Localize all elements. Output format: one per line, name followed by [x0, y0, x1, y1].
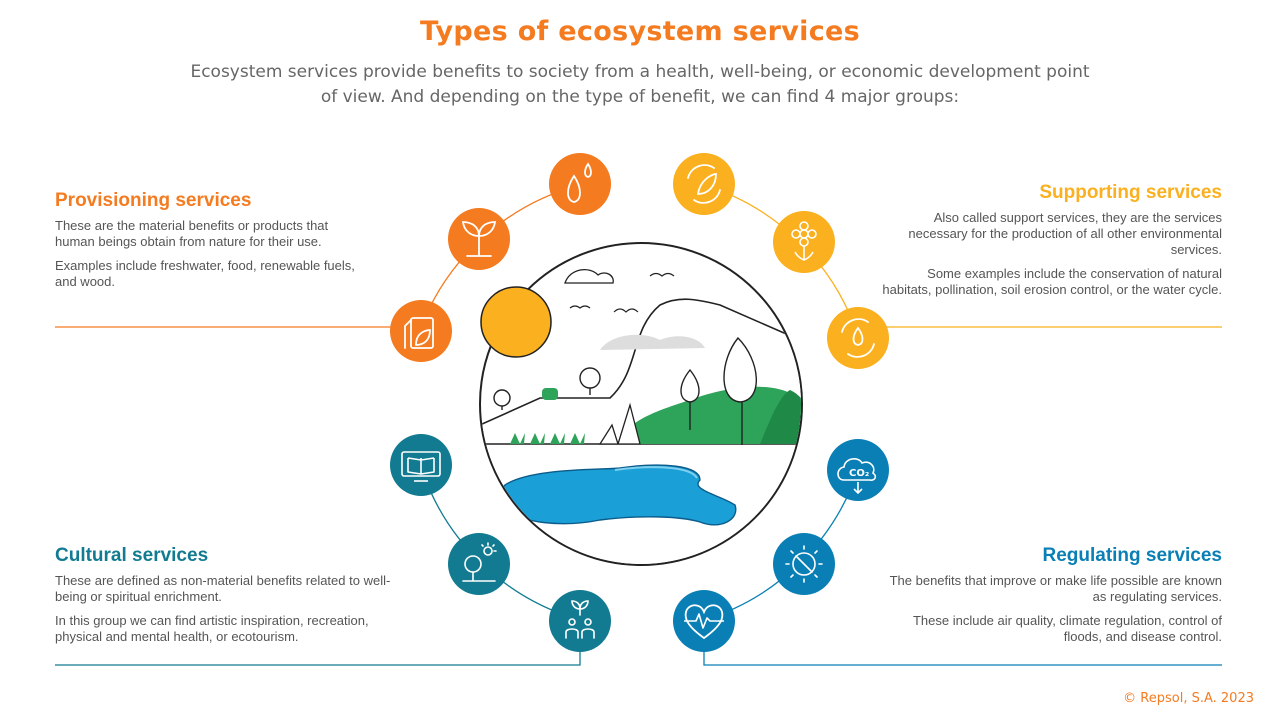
regulating-connector	[703, 648, 1222, 666]
regulating-examples: These include air quality, climate regul…	[912, 613, 1222, 644]
leaf-cycle-icon	[673, 153, 735, 215]
people-plant-icon	[549, 590, 611, 652]
sun-no-icon	[773, 533, 835, 595]
open-book-screen-icon	[390, 434, 452, 496]
water-drops-icon	[549, 153, 611, 215]
cultural-services-block: Cultural services These are defined as n…	[55, 545, 400, 653]
regulating-description: The benefits that improve or make life p…	[889, 573, 1222, 604]
co2-cloud-icon: CO₂	[827, 439, 889, 501]
page-subtitle: Ecosystem services provide benefits to s…	[190, 62, 1090, 107]
cultural-title: Cultural services	[55, 545, 209, 566]
provisioning-services-block: Provisioning services These are the mate…	[55, 190, 365, 298]
provisioning-title: Provisioning services	[55, 190, 252, 211]
cultural-description: These are defined as non-material benefi…	[55, 573, 391, 604]
provisioning-description: These are the material benefits or produ…	[55, 218, 329, 249]
svg-text:CO₂: CO₂	[849, 468, 869, 479]
supporting-title: Supporting services	[1039, 182, 1222, 203]
landscape-illustration	[479, 242, 803, 566]
sprout-icon	[448, 208, 510, 270]
page-title: Types of ecosystem services	[419, 16, 861, 47]
water-cycle-icon	[827, 307, 889, 369]
cultural-examples: In this group we can find artistic inspi…	[55, 613, 369, 644]
provisioning-examples: Examples include freshwater, food, renew…	[55, 258, 355, 289]
cultural-connector	[55, 648, 581, 666]
regulating-services-block: Regulating services The benefits that im…	[877, 545, 1222, 653]
supporting-description: Also called support services, they are t…	[908, 210, 1222, 257]
flower-icon	[773, 211, 835, 273]
copyright-notice: © Repsol, S.A. 2023	[1123, 691, 1254, 706]
supporting-services-block: Supporting services Also called support …	[877, 182, 1222, 306]
regulating-title: Regulating services	[1042, 545, 1222, 566]
fuel-pump-leaf-icon	[390, 300, 452, 362]
heart-pulse-icon	[673, 590, 735, 652]
tree-sun-icon	[448, 533, 510, 595]
supporting-examples: Some examples include the conservation o…	[882, 266, 1222, 297]
